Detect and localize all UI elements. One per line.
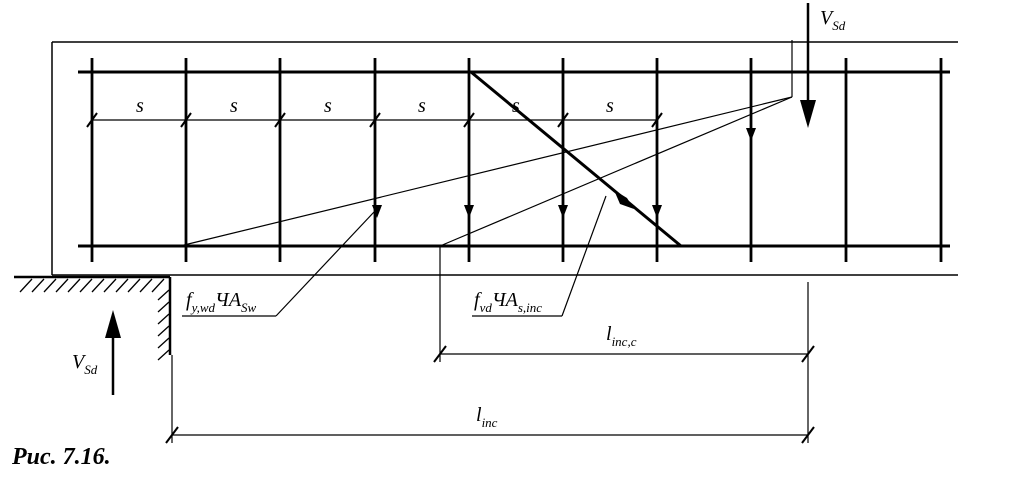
spacing-tick-7 (651, 112, 663, 128)
stirrup-force-label: fy,wdЧASw (186, 289, 257, 315)
spacing-tick-1 (86, 112, 98, 128)
beam-outline (51, 41, 958, 276)
support-hatching-side (157, 289, 170, 361)
support-hatching-top (19, 278, 165, 293)
hatch-line (157, 325, 170, 337)
spacing-tick-5 (463, 112, 475, 128)
hatch-line (91, 278, 105, 293)
stirrup-force-arrows (372, 128, 756, 218)
hatch-line (157, 313, 170, 325)
hatch-line (151, 278, 165, 293)
longitudinal-bars (78, 70, 950, 248)
hatch-line (157, 289, 170, 301)
spacing-label-3: s (324, 95, 332, 117)
hatch-line (157, 301, 170, 313)
spacing-label-4: s (418, 95, 426, 117)
hatch-line (127, 278, 141, 293)
spacing-tick-6 (557, 112, 569, 128)
hatch-line (55, 278, 69, 293)
length-inc-label: linc (476, 404, 498, 430)
hatch-line (157, 337, 170, 349)
bottom-shear-arrow (105, 310, 121, 395)
hatch-line (139, 278, 153, 293)
inclined-bar (470, 70, 682, 248)
crack-lines (179, 40, 793, 247)
support (14, 275, 172, 355)
length-inc-c-label: linc,c (606, 323, 637, 349)
top-shear-label: VSd (820, 7, 846, 33)
inclined-force-arrow (614, 190, 634, 209)
top-shear-arrow (800, 3, 816, 128)
force-leaders (182, 195, 607, 317)
dimension-inc (165, 355, 815, 444)
inclined-force-label: fvdЧAs,inc (474, 289, 542, 315)
spacing-tick-3 (274, 112, 286, 128)
spacing-ticks (86, 112, 663, 128)
spacing-tick-2 (180, 112, 192, 128)
stirrups (90, 58, 943, 262)
hatch-line (79, 278, 93, 293)
bottom-shear-label: VSd (72, 351, 98, 377)
spacing-tick-4 (369, 112, 381, 128)
dimension-inc-c (433, 246, 815, 363)
hatch-line (67, 278, 81, 293)
spacing-label-2: s (230, 95, 238, 117)
spacing-label-1: s (136, 95, 144, 117)
spacing-label-5: s (512, 95, 520, 117)
hatch-line (103, 278, 117, 293)
hatch-line (115, 278, 129, 293)
hatch-line (19, 278, 33, 293)
spacing-label-6: s (606, 95, 614, 117)
hatch-line (157, 349, 170, 361)
hatch-line (31, 278, 45, 293)
figure-caption: Рис. 7.16. (12, 444, 111, 470)
hatch-line (43, 278, 57, 293)
